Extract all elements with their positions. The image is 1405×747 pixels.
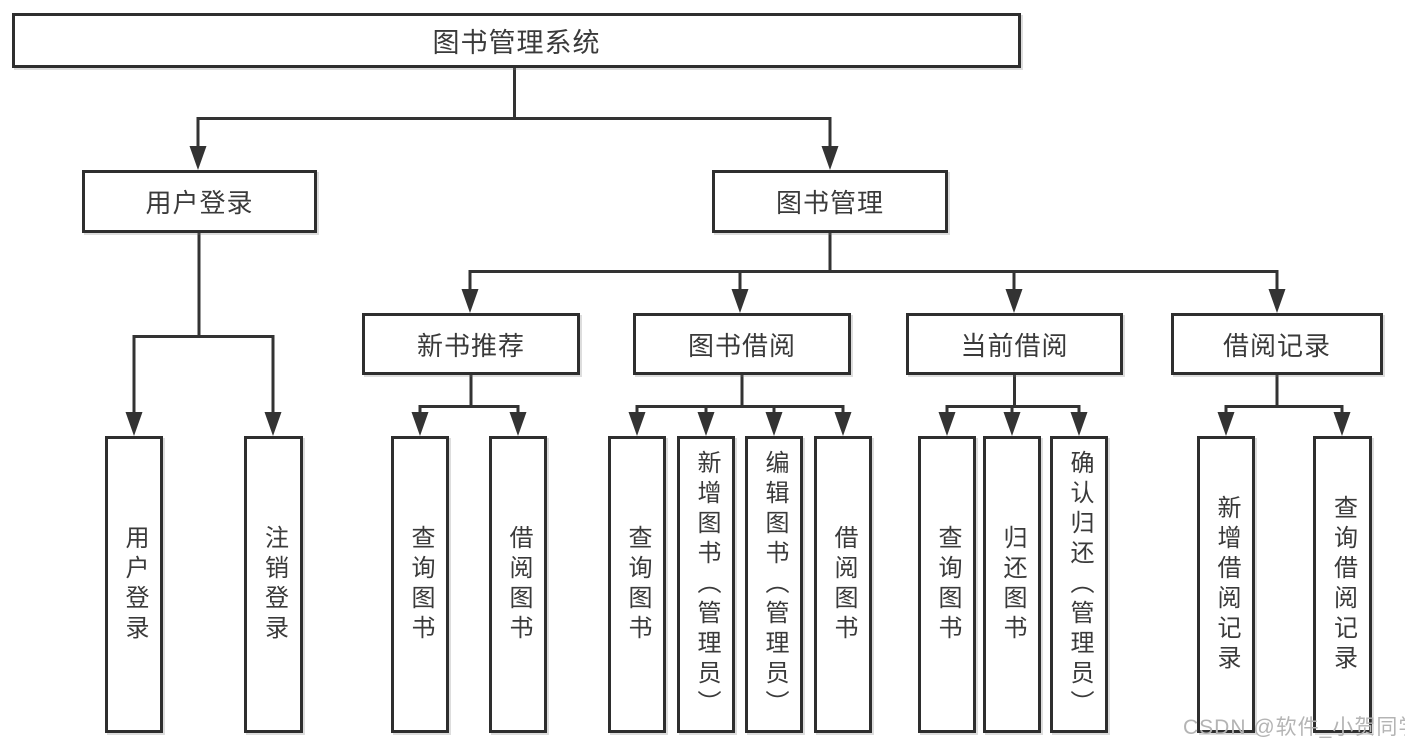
connector-current-borrowing-lines xyxy=(945,375,1081,413)
arrowheads-level2 xyxy=(189,146,839,170)
leaf-add-borrow-record: 新增借阅记录 xyxy=(1197,436,1255,733)
arrowheads-level3 xyxy=(461,289,1286,313)
node-new-book-recommendation: 新书推荐 xyxy=(362,313,580,375)
connector-user-login-lines xyxy=(132,233,275,413)
node-user-login: 用户登录 xyxy=(82,170,317,233)
arrowheads-book-borrowing-leaves xyxy=(628,412,852,436)
leaf-query-borrow-record: 查询借阅记录 xyxy=(1313,436,1372,733)
node-borrowing-records: 借阅记录 xyxy=(1171,313,1383,375)
csdn-watermark: CSDN @软件_小贺同学 xyxy=(1183,716,1405,739)
arrowheads-user-login-leaves xyxy=(125,412,282,436)
leaf-user-login: 用户登录 xyxy=(105,436,163,733)
arrowheads-current-borrowing-leaves xyxy=(938,412,1088,436)
leaf-confirm-return-admin: 确认归还（管理员） xyxy=(1050,436,1108,733)
leaf-borrow-books-borrowing: 借阅图书 xyxy=(814,436,872,733)
leaf-query-books-current: 查询图书 xyxy=(918,436,976,733)
leaf-borrow-books-recommend: 借阅图书 xyxy=(489,436,547,733)
arrowheads-borrowing-records-leaves xyxy=(1217,412,1351,436)
node-root: 图书管理系统 xyxy=(12,13,1021,68)
node-book-borrowing: 图书借阅 xyxy=(633,313,851,375)
arrowheads-new-book-leaves xyxy=(411,412,527,436)
leaf-edit-books-admin: 编辑图书（管理员） xyxy=(745,436,803,733)
leaf-return-books: 归还图书 xyxy=(983,436,1041,733)
node-book-management: 图书管理 xyxy=(712,170,948,233)
connector-book-borrowing-lines xyxy=(635,375,845,413)
connector-borrowing-records-lines xyxy=(1224,375,1344,413)
node-current-borrowing: 当前借阅 xyxy=(906,313,1123,375)
connector-book-management-lines xyxy=(468,233,1279,290)
connector-root-lines xyxy=(196,68,832,147)
leaf-query-books-borrowing: 查询图书 xyxy=(608,436,666,733)
connector-new-book-lines xyxy=(418,375,520,413)
leaf-query-books-recommend: 查询图书 xyxy=(391,436,449,733)
leaf-add-books-admin: 新增图书（管理员） xyxy=(677,436,735,733)
leaf-logout: 注销登录 xyxy=(244,436,303,733)
